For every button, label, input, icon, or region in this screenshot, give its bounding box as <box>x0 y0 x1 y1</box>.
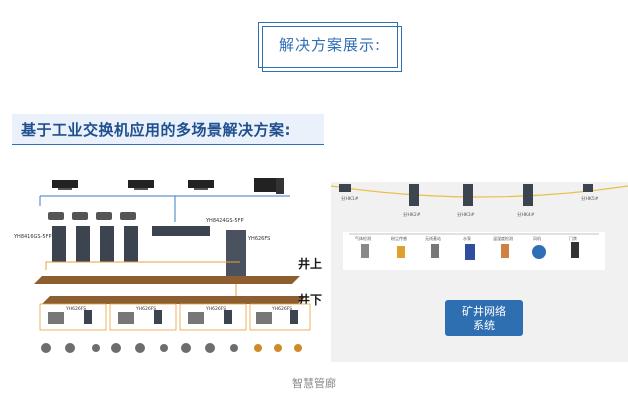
section-heading: 基于工业交换机应用的多场景解决方案: <box>21 121 292 139</box>
mine-network-diagram: YH8416GS-5FP YH8424GS-5FP YH626FS 井上 井下 … <box>10 174 324 362</box>
ground-layer-bottom <box>42 296 306 304</box>
control-network-diagram: 分HK1# 分HK2# 分HK3# 分HK4# 分HK5# 气体检测 粉尘传感 无线… <box>330 182 628 362</box>
page-title: 解决方案展示: <box>278 36 382 54</box>
node-switch-label: YH626FS <box>65 306 86 312</box>
underground-node-4: YH626FS <box>249 303 311 331</box>
svg-text:分HK3#: 分HK3# <box>457 211 475 218</box>
svg-text:风机: 风机 <box>533 235 541 241</box>
underground-node-3: YH626FS <box>179 303 247 331</box>
switch-left-label: YH8416GS-5FP <box>13 234 51 240</box>
title-frame-inner <box>262 26 402 72</box>
node-switch-label: YH626FS <box>271 306 292 312</box>
svg-text:分HK4#: 分HK4# <box>517 211 535 218</box>
image-caption: 智慧管廊 <box>292 377 336 390</box>
camera-icon <box>72 212 88 220</box>
main-switch <box>152 226 210 236</box>
switch-right-label: YH626FS <box>247 236 270 242</box>
control-node <box>409 184 419 206</box>
underground-node-1: YH626FS <box>39 303 107 331</box>
badge-line-2: 系统 <box>473 319 495 332</box>
control-node <box>523 184 533 206</box>
svg-text:分HK5#: 分HK5# <box>581 195 599 202</box>
svg-text:水泵: 水泵 <box>463 235 471 241</box>
camera-icon <box>96 212 112 220</box>
computer-icon <box>254 178 284 194</box>
svg-text:分HK1#: 分HK1# <box>341 195 359 202</box>
above-ground-label: 井上 <box>298 256 322 271</box>
control-node <box>463 184 473 206</box>
mine-network-badge <box>445 300 523 336</box>
control-node <box>583 184 593 192</box>
device-icons <box>361 242 579 260</box>
svg-text:粉尘传感: 粉尘传感 <box>391 235 407 241</box>
title-frame-outer <box>258 22 398 68</box>
node-switch-label: YH626FS <box>205 306 226 312</box>
badge-line-1: 矿井网络 <box>462 304 506 318</box>
svg-text:分HK2#: 分HK2# <box>403 211 421 218</box>
ground-layer-top <box>34 276 300 284</box>
svg-text:温湿度检测: 温湿度检测 <box>493 235 513 241</box>
sensor-row <box>41 343 302 353</box>
switch-main-label: YH8424GS-5FP <box>205 218 243 224</box>
control-node <box>339 184 351 192</box>
svg-text:无线基站: 无线基站 <box>425 235 441 241</box>
title-frame: 解决方案展示: <box>258 22 402 72</box>
monitor-icon <box>128 180 154 190</box>
camera-icon <box>120 212 136 220</box>
svg-text:气体检测: 气体检测 <box>355 235 371 241</box>
underground-node-2: YH626FS <box>109 303 177 331</box>
switch-stack-left <box>52 226 138 262</box>
monitor-icon <box>188 180 214 190</box>
switch-right <box>226 230 246 280</box>
camera-icon <box>48 212 64 220</box>
node-switch-label: YH626FS <box>135 306 156 312</box>
below-ground-label: 井下 <box>298 292 322 307</box>
svg-text:门禁: 门禁 <box>569 235 577 241</box>
section-heading-bar: 基于工业交换机应用的多场景解决方案: <box>12 114 324 145</box>
monitor-icon <box>52 180 78 190</box>
